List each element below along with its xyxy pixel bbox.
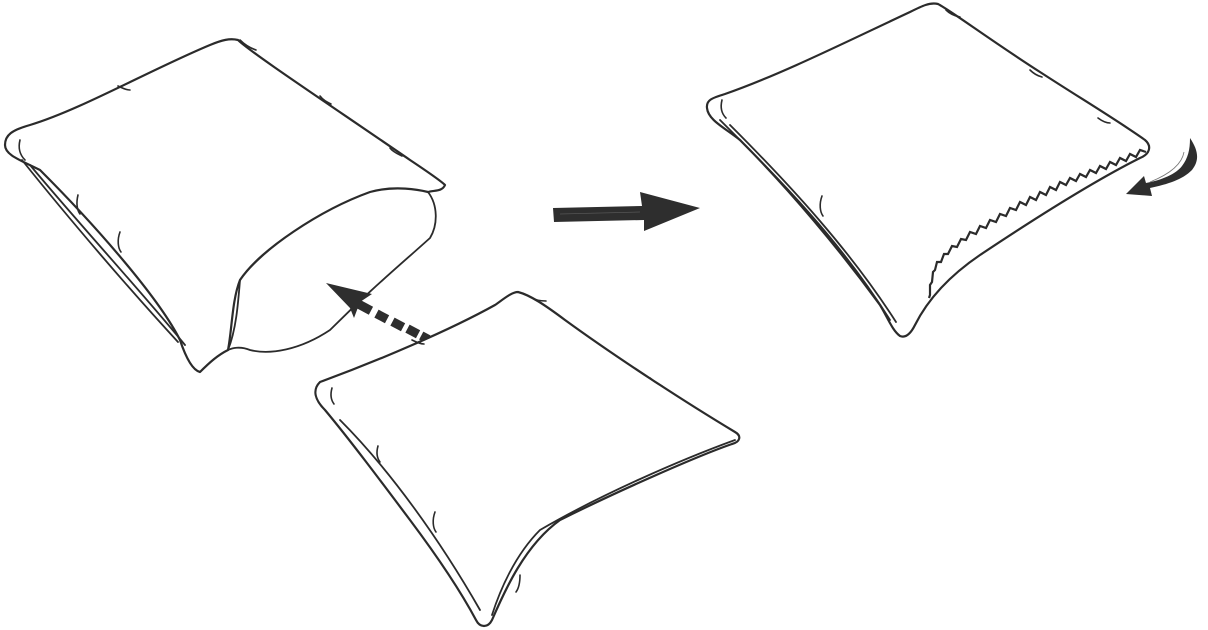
dashed-arrow-icon [326,283,431,344]
pillow-insert-icon [314,290,741,628]
curved-arrow-icon [1126,138,1198,196]
right-arrow-icon [553,192,700,231]
pillow-cover-open-icon [3,38,447,374]
zipped-pillow-icon [705,2,1151,338]
